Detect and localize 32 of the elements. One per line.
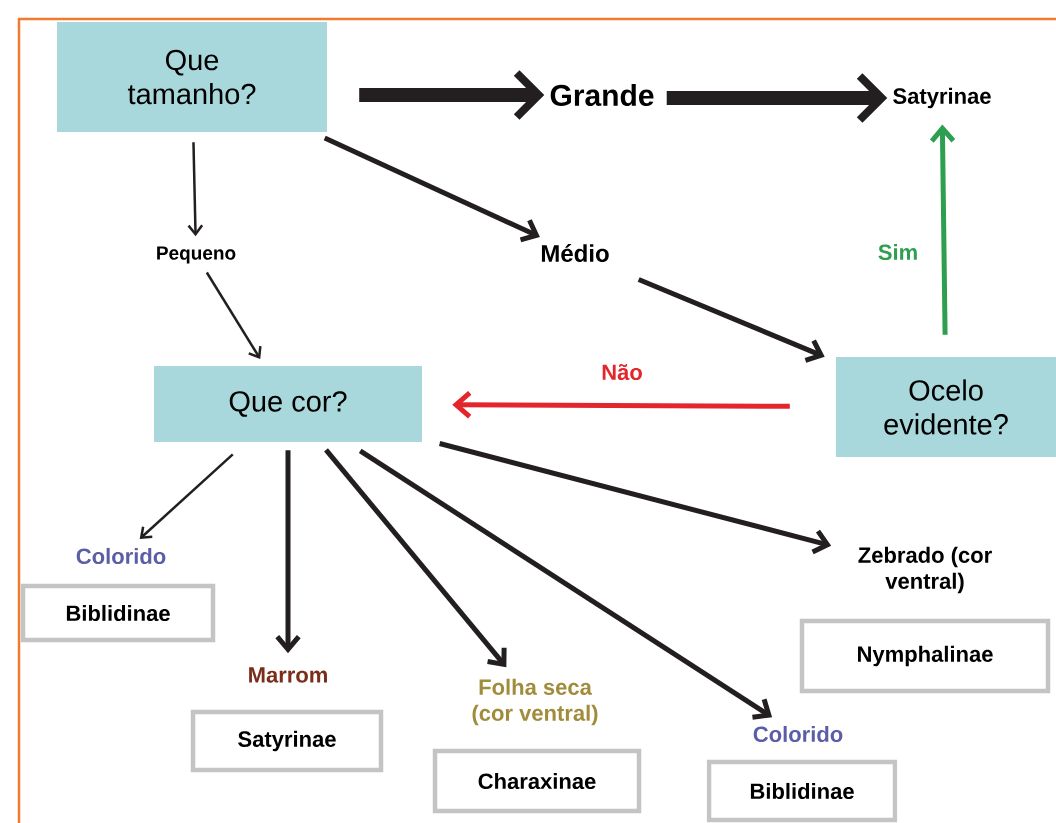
option-label: Satyrinae [893,87,991,109]
arrow [205,271,262,359]
edge-label: Não [599,361,645,383]
arrow [323,135,540,243]
result-box: Biblidinae [20,583,216,643]
option-label: Zebrado (cor ventral) [858,546,992,594]
option-label: Colorido [753,725,843,743]
option-label: Médio [541,244,609,262]
result-box: Satyrinae [190,709,384,773]
arrow [187,142,204,237]
option-label: Grande [550,84,654,107]
question-box: Que cor? [154,366,422,442]
arrow [666,73,888,123]
arrow [139,453,234,539]
arrow [358,448,773,720]
option-label: Folha seca (cor ventral) [472,678,598,726]
option-label: Marrom [249,667,327,683]
edge-label: Sim [875,241,921,263]
arrow [324,448,507,668]
arrow [359,70,545,120]
result-box: Charaxinae [432,748,642,814]
option-label: Pequeno [157,246,236,264]
result-box: Nymphalinae [799,618,1051,694]
result-box: Biblidinae [706,759,898,823]
arrow [275,450,301,654]
question-box: Que tamanho? [57,22,327,132]
arrow [929,124,956,335]
arrow [637,277,825,363]
option-label: Colorido [76,547,166,565]
question-box: Ocelo evidente? [836,357,1056,457]
arrow [452,391,790,419]
arrow [439,441,832,555]
